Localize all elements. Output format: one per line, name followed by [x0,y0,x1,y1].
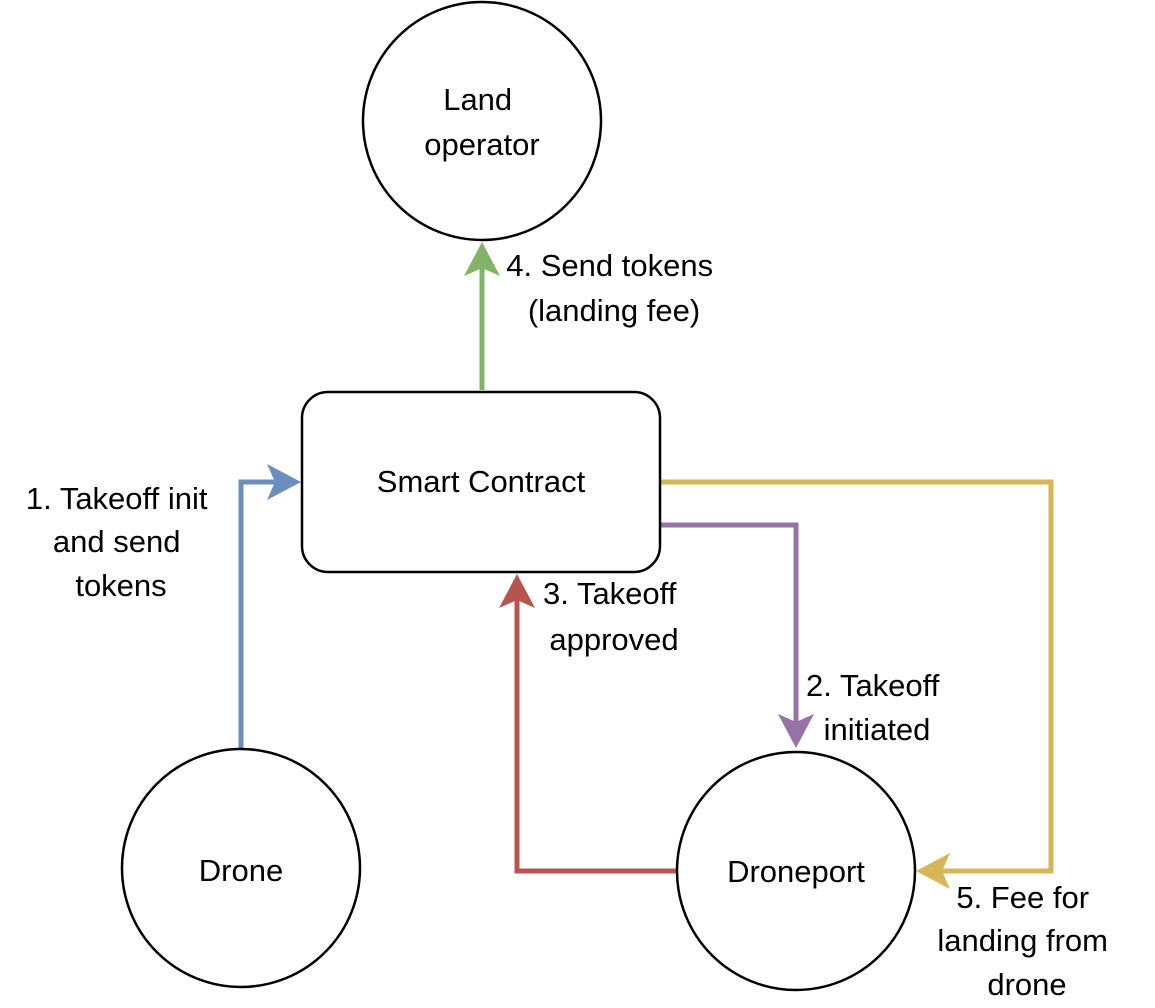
droneport-circle [675,750,917,992]
node-smart-contract: Smart Contract [300,390,662,574]
node-drone: Drone [120,747,362,989]
land-operator-circle [361,0,603,242]
edge-takeoff-initiated [660,522,814,748]
node-land-operator: Land operator [361,0,603,242]
edge-fee-landing-line [660,479,1054,874]
label-takeoff-init: 1. Takeoff init and send tokens [26,481,216,603]
node-droneport: Droneport [675,750,917,992]
edge-takeoff-init [238,464,301,748]
edge-takeoff-init-line [238,479,276,748]
edge-fee-landing-arrowhead [916,853,950,889]
edge-send-tokens-arrowhead [464,242,500,276]
droneport-label: Droneport [727,854,865,889]
edge-takeoff-approved-arrowhead [499,574,535,608]
edge-send-tokens [464,242,500,390]
label-takeoff-approved: 3. Takeoff approved [543,576,685,657]
edge-takeoff-initiated-line [660,522,799,722]
label-takeoff-initiated: 2. Takeoff initiated [806,668,948,747]
edge-takeoff-approved-line [514,600,678,874]
edge-fee-landing [660,479,1054,889]
drone-label: Drone [199,853,283,888]
drone-circle [120,747,362,989]
label-send-tokens: 4. Send tokens (landing fee) [506,248,721,328]
smart-contract-label: Smart Contract [377,464,586,499]
label-fee-landing: 5. Fee for landing from drone [937,880,1116,1002]
edge-takeoff-init-arrowhead [267,464,301,500]
edge-takeoff-approved [499,574,678,874]
land-operator-label: Land operator [424,82,539,162]
smart-contract-box [300,390,662,574]
edge-takeoff-initiated-arrowhead [778,714,814,748]
